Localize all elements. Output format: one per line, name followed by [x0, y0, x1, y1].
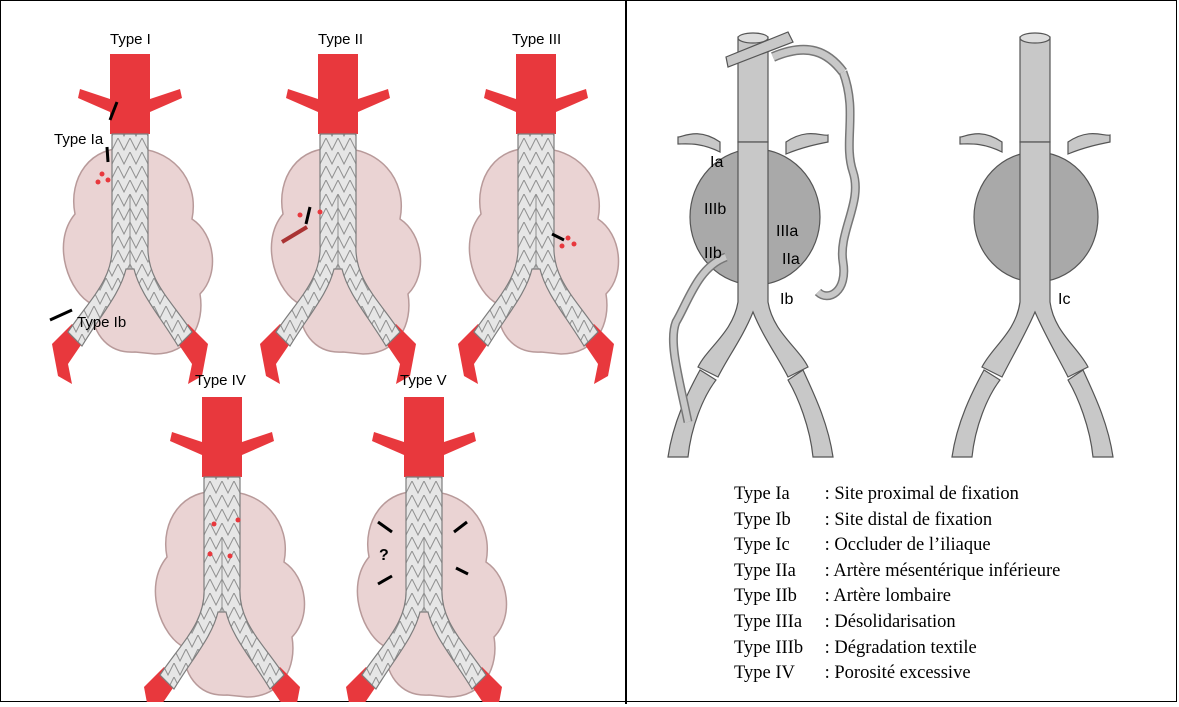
panel-divider: [625, 0, 627, 704]
type-v-illustration: [346, 397, 506, 702]
label-iiib: IIIb: [704, 201, 726, 218]
diagram-title-type-iii: Type III: [512, 31, 561, 48]
right-panel: Ia IIIb IIb IIIa IIa Ib Ic Type Ia : Sit…: [628, 2, 1176, 702]
legend-description: : Artère mésentérique inférieure: [825, 561, 1061, 581]
legend-description: : Désolidarisation: [825, 612, 956, 632]
legend-row: Type Ib : Site distal de fixation: [734, 508, 1060, 534]
label-ib: Ib: [780, 291, 793, 308]
endoleak-color-illustrations: Type I Type Ia Type Ib Type II Type III …: [2, 2, 623, 702]
type-iv-illustration: [144, 397, 304, 702]
legend-type: Type IV: [734, 661, 820, 687]
legend-type: Type IIb: [734, 584, 820, 610]
legend-description: : Site proximal de fixation: [825, 484, 1019, 504]
legend-description: : Occluder de l’iliaque: [825, 535, 991, 555]
callout-unknown: ?: [379, 547, 389, 564]
label-ic: Ic: [1058, 291, 1070, 308]
label-iiia: IIIa: [776, 223, 798, 240]
legend-row: Type IIIa : Désolidarisation: [734, 610, 1060, 636]
arrow-icon: [50, 310, 72, 320]
callout-type-ib: Type Ib: [77, 314, 126, 331]
legend-type: Type IIIb: [734, 636, 820, 662]
legend-row: Type Ia : Site proximal de fixation: [734, 482, 1060, 508]
legend-type: Type Ia: [734, 482, 820, 508]
schematic-right: [952, 33, 1113, 457]
diagram-title-type-ii: Type II: [318, 31, 363, 48]
schematic-left: [668, 32, 855, 457]
arrow-icon: [107, 147, 108, 162]
type-iii-illustration: [458, 54, 618, 384]
label-iib: IIb: [704, 245, 722, 262]
legend-description: : Artère lombaire: [825, 586, 951, 606]
diagram-title-type-i: Type I: [110, 31, 151, 48]
legend-type: Type Ic: [734, 533, 820, 559]
legend-row: Type IIb : Artère lombaire: [734, 584, 1060, 610]
legend-description: : Dégradation textile: [825, 638, 977, 658]
legend-description: : Porosité excessive: [825, 663, 971, 683]
legend-type: Type Ib: [734, 508, 820, 534]
type-ii-illustration: [260, 54, 420, 384]
legend-row: Type IV : Porosité excessive: [734, 661, 1060, 687]
diagram-title-type-v: Type V: [400, 372, 447, 389]
legend-type: Type IIa: [734, 559, 820, 585]
legend-description: : Site distal de fixation: [825, 510, 993, 530]
legend-row: Type IIa : Artère mésentérique inférieur…: [734, 559, 1060, 585]
legend-row: Type IIIb : Dégradation textile: [734, 636, 1060, 662]
left-panel: Type I Type Ia Type Ib Type II Type III …: [2, 2, 623, 702]
legend-type: Type IIIa: [734, 610, 820, 636]
diagram-title-type-iv: Type IV: [195, 372, 246, 389]
label-ia: Ia: [710, 154, 723, 171]
callout-type-ia: Type Ia: [54, 131, 104, 148]
type-i-illustration: [52, 54, 212, 384]
legend-row: Type Ic : Occluder de l’iliaque: [734, 533, 1060, 559]
endoleak-schematic: Ia IIIb IIb IIIa IIa Ib Ic: [628, 2, 1176, 472]
label-iia: IIa: [782, 251, 800, 268]
